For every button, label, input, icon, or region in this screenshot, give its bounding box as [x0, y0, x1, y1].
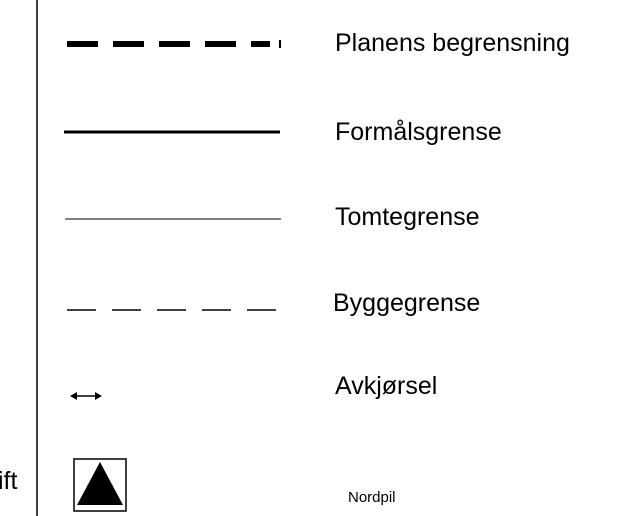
double-arrow-icon: [70, 392, 102, 400]
legend-label-nordpil: Nordpil: [348, 489, 396, 506]
planens-begrensning-symbol: [67, 40, 281, 48]
cut-off-label-fragment: ift: [0, 467, 18, 495]
legend-label-byggegrense: Byggegrense: [333, 289, 481, 317]
legend-label-tomtegrense: Tomtegrense: [335, 203, 480, 231]
legend-label-formalsgrense: Formålsgrense: [335, 118, 502, 146]
north-arrow-icon: [73, 458, 127, 512]
legend-label-avkjorsel: Avkjørsel: [335, 372, 438, 400]
legend-label-planens-begrensning: Planens begrensning: [335, 29, 570, 57]
